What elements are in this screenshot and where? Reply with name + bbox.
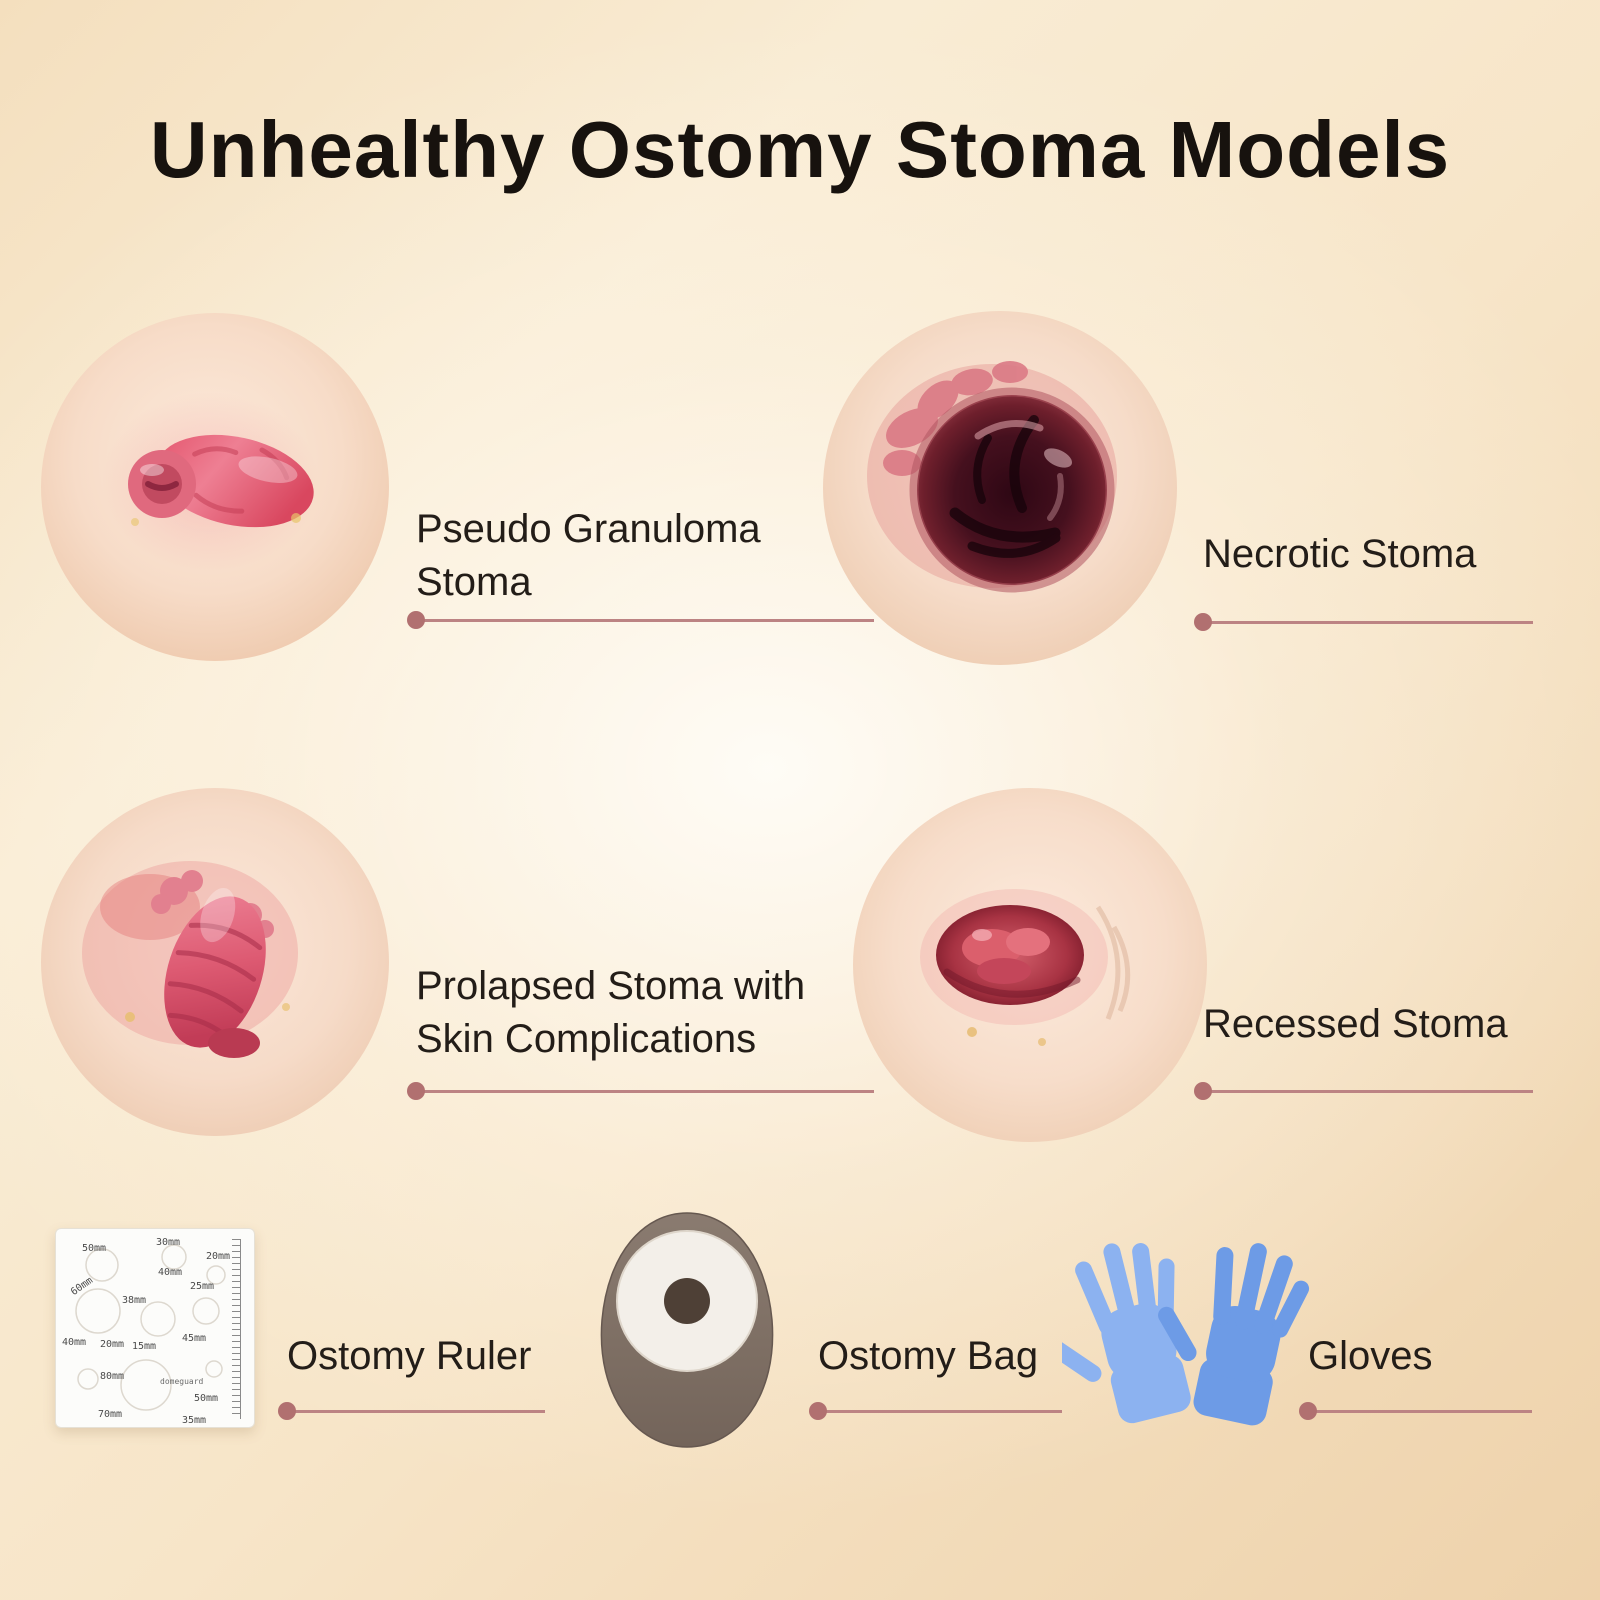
ostomy-bag-image [600,1212,774,1448]
ruler-cutout-circles [75,1244,226,1411]
label-text: Skin Complications [416,1016,757,1061]
label-ostomy-bag: Ostomy Bag [818,1330,1038,1383]
label-text: Stoma [416,559,532,604]
callout-dot [278,1402,296,1420]
ruler-marking: 38mm [122,1295,147,1306]
prolapsed-stoma-image [41,788,389,1136]
label-gloves: Gloves [1308,1330,1433,1383]
callout-line-recessed [1194,1082,1533,1100]
label-text: Recessed Stoma [1203,1002,1508,1046]
ruler-marking: 40mm [62,1337,87,1348]
label-text: Gloves [1308,1334,1433,1378]
stoma-model-prolapsed [38,785,393,1145]
label-text: Prolapsed Stoma with [416,964,806,1008]
callout-dot [407,1082,425,1100]
label-prolapsed-stoma: Prolapsed Stoma with Skin Complications [416,960,805,1066]
label-recessed-stoma: Recessed Stoma [1203,998,1508,1051]
label-text: Ostomy Ruler [287,1334,532,1378]
callout-dot [407,611,425,629]
necrotic-stoma-image [823,311,1177,665]
callout-dot [1194,613,1212,631]
ruler-marking: 20mm [206,1251,231,1262]
callout-dot [1299,1402,1317,1420]
gloves-image [1023,1224,1319,1440]
stoma-model-pseudo-granuloma [38,310,393,670]
ruler-marking: 30mm [156,1237,181,1248]
callout-line-pseudo-granuloma [407,611,874,629]
ruler-marking: 35mm [182,1415,207,1426]
label-pseudo-granuloma-stoma: Pseudo Granuloma Stoma [416,503,761,609]
callout-line-prolapsed [407,1082,874,1100]
callout-line-gloves [1299,1402,1532,1420]
ostomy-ruler-image: 50mm 30mm 20mm 60mm 40mm 25mm 38mm 40mm … [55,1228,255,1428]
recessed-stoma-image [853,788,1207,1142]
ruler-tick-scale [232,1239,241,1419]
gloves-figure [1023,1222,1319,1442]
ruler-marking: 70mm [98,1409,123,1420]
ruler-marking: 80mm [100,1371,125,1382]
callout-line-necrotic [1194,613,1533,631]
label-text: Ostomy Bag [818,1334,1039,1378]
ostomy-bag-figure [580,1205,795,1460]
ruler-marking: domeguard [160,1377,204,1386]
label-text: Necrotic Stoma [1203,532,1477,576]
stoma-model-necrotic [820,308,1180,673]
ruler-marking: 50mm [194,1393,219,1404]
callout-line-ostomy-bag [809,1402,1062,1420]
pseudo-granuloma-stoma-image [41,313,389,661]
ruler-marking: 20mm [100,1339,125,1350]
callout-line-ostomy-ruler [278,1402,545,1420]
ruler-marking: 15mm [132,1341,157,1352]
ruler-marking: 25mm [190,1281,215,1292]
page-title: Unhealthy Ostomy Stoma Models [149,105,1451,194]
label-text: Pseudo Granuloma [416,507,761,551]
callout-dot [809,1402,827,1420]
label-ostomy-ruler: Ostomy Ruler [287,1330,532,1383]
callout-dot [1194,1082,1212,1100]
label-necrotic-stoma: Necrotic Stoma [1203,528,1476,581]
ruler-marking: 50mm [82,1243,107,1254]
ruler-marking: 40mm [158,1267,183,1278]
ruler-marking: 45mm [182,1333,207,1344]
stoma-model-recessed [850,785,1210,1150]
